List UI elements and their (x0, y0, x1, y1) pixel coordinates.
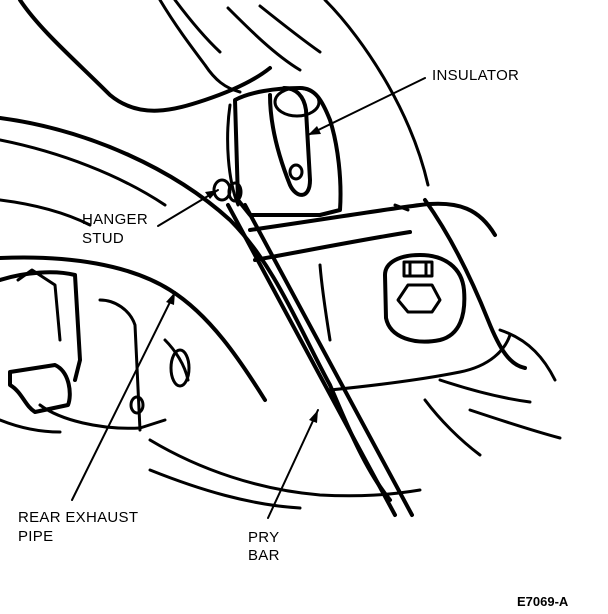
hanger-stud-label-line1: HANGER (82, 211, 148, 228)
hanger-stud-label-line2: STUD (82, 230, 125, 247)
pry-bar (226, 203, 414, 517)
rear-exhaust-pipe-label-line1: REAR EXHAUST (18, 509, 139, 526)
insulator-bracket (226, 86, 343, 217)
leader-lines (71, 77, 426, 519)
stud-assembly (383, 253, 467, 344)
exhaust-pipe-bracket (0, 268, 191, 434)
pry-bar-label-line1: PRY (248, 529, 280, 546)
pry-bar-label-line2: BAR (248, 547, 280, 564)
upper-body-panel (18, 0, 430, 187)
insulator-label: INSULATOR (432, 67, 520, 84)
figure-code: E7069-A (517, 594, 569, 609)
crossmember (248, 198, 562, 457)
hanger-stud (212, 178, 243, 203)
body-contour (0, 116, 422, 510)
rear-exhaust-pipe-label-line2: PIPE (18, 528, 54, 545)
